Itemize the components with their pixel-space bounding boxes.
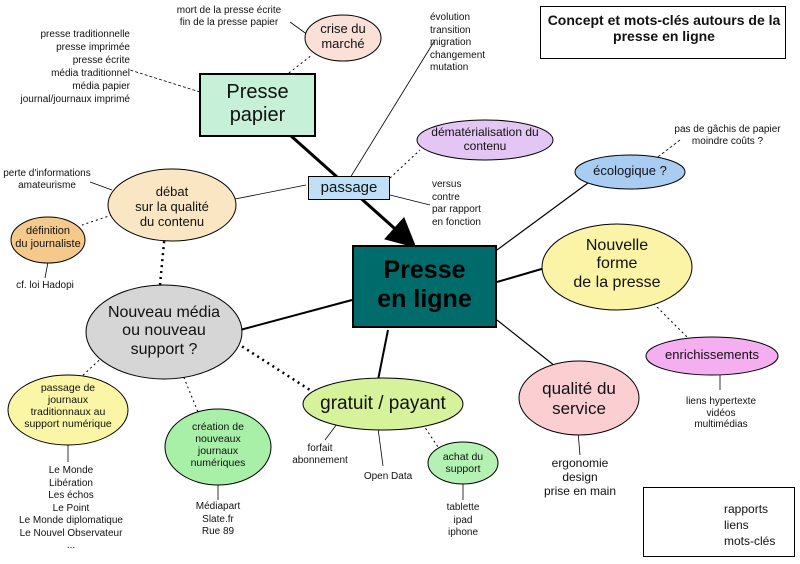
- evolution-notes: évolution transition migration changemen…: [430, 12, 486, 73]
- kw-versus: [389, 194, 431, 206]
- center-label: Presse en ligne: [377, 256, 472, 313]
- link-passage-demat: [389, 149, 421, 179]
- node-creation: [164, 408, 272, 486]
- node-nouvelle: [541, 223, 693, 311]
- kw-passage-debat: [229, 184, 307, 201]
- crise-label: crise du marché: [320, 21, 366, 51]
- node-definition: [10, 216, 86, 264]
- debat-label: débat sur la qualité du contenu: [135, 184, 209, 229]
- creation-list: Médiapart Slate.fr Rue 89: [195, 501, 241, 537]
- legend-label-mots-cles: mots-clés: [724, 534, 776, 548]
- qualite-notes: ergonomie design prise en main: [543, 456, 617, 498]
- link-papier-crise: [284, 54, 313, 77]
- nouvelle-label: Nouvelle forme de la presse: [573, 237, 661, 291]
- dematerialisation-label: dématérialisation du contenu: [431, 125, 539, 153]
- passage-journaux-label: passage de journaux traditionnaux au sup…: [24, 382, 112, 431]
- achat-notes: tablette ipad iphone: [446, 502, 480, 538]
- kw-hadopi: [44, 261, 49, 279]
- link-center-qualite: [496, 319, 561, 371]
- versus-notes: versus contre par rapport en fonction: [432, 179, 481, 228]
- link-nouveau-gratuit: [231, 338, 311, 392]
- kw-debat-notes: [89, 181, 113, 191]
- node-achat: [427, 441, 499, 485]
- link-center-nouvelle: [496, 267, 546, 283]
- nouveau-label: Nouveau média ou nouveau support ?: [107, 304, 221, 358]
- qualite-label: qualité du service: [542, 379, 616, 418]
- legend: [643, 487, 795, 557]
- journaux-list: Le Monde Libération Les échos Le Point L…: [19, 465, 123, 551]
- kw-evolution: [349, 39, 436, 179]
- node-gratuit: [302, 377, 464, 431]
- node-presse-papier: Presse papier: [199, 73, 316, 137]
- presse-papier-label: Presse papier: [226, 81, 289, 126]
- enrich-notes: liens hypertexte vidéos multimédias: [685, 396, 757, 430]
- title-box: Concept et mots-clés autours de la press…: [540, 6, 786, 59]
- kw-papier: [129, 69, 201, 93]
- creation-label: création de nouveaux journaux numériques: [190, 421, 246, 470]
- ecologique-notes: pas de gâchis de papier moindre coûts ?: [674, 124, 781, 147]
- node-crise: [304, 14, 382, 62]
- ecologique-label: écologique ?: [593, 163, 667, 178]
- diagram-title: Concept et mots-clés autours de la press…: [547, 12, 781, 45]
- node-passage-journaux: [7, 374, 129, 446]
- enrichissements-label: enrichissements: [665, 347, 759, 362]
- link-nouvelle-enrich: [649, 299, 691, 341]
- node-nouveau: [85, 284, 243, 380]
- link-center-nouveau: [239, 299, 353, 331]
- node-enrichissements: [645, 336, 779, 376]
- papier-synonyms: presse traditionnelle presse imprimée pr…: [20, 29, 131, 105]
- definition-label: définition du journaliste: [15, 225, 81, 250]
- hadopi-note: cf. loi Hadopi: [16, 280, 74, 291]
- node-ecologique: [574, 154, 686, 190]
- kw-qualite: [577, 431, 581, 456]
- link-debat-definition: [81, 214, 113, 226]
- node-qualite: [518, 360, 640, 436]
- open-data-note: Open Data: [363, 471, 413, 482]
- legend-label-rapports: rapports: [724, 502, 769, 516]
- debat-notes: perte d'informations amateurisme: [3, 168, 91, 191]
- node-presse-en-ligne: Presse en ligne: [352, 245, 497, 328]
- node-passage: passage: [308, 176, 390, 200]
- legend-label-liens: liens: [724, 518, 749, 532]
- kw-opendata: [377, 427, 384, 467]
- achat-label: achat du support: [442, 451, 484, 476]
- passage-label: passage: [320, 179, 378, 196]
- link-center-ecolo: [496, 179, 593, 251]
- gratuit-label: gratuit / payant: [320, 393, 446, 414]
- forfait-notes: forfait abonnement: [292, 443, 348, 466]
- crise-notes: mort de la presse écrite fin de la press…: [176, 5, 282, 28]
- node-dematerialisation: [416, 119, 554, 161]
- kw-crise: [289, 21, 309, 36]
- node-debat: [107, 168, 237, 242]
- link-center-gratuit: [377, 329, 389, 381]
